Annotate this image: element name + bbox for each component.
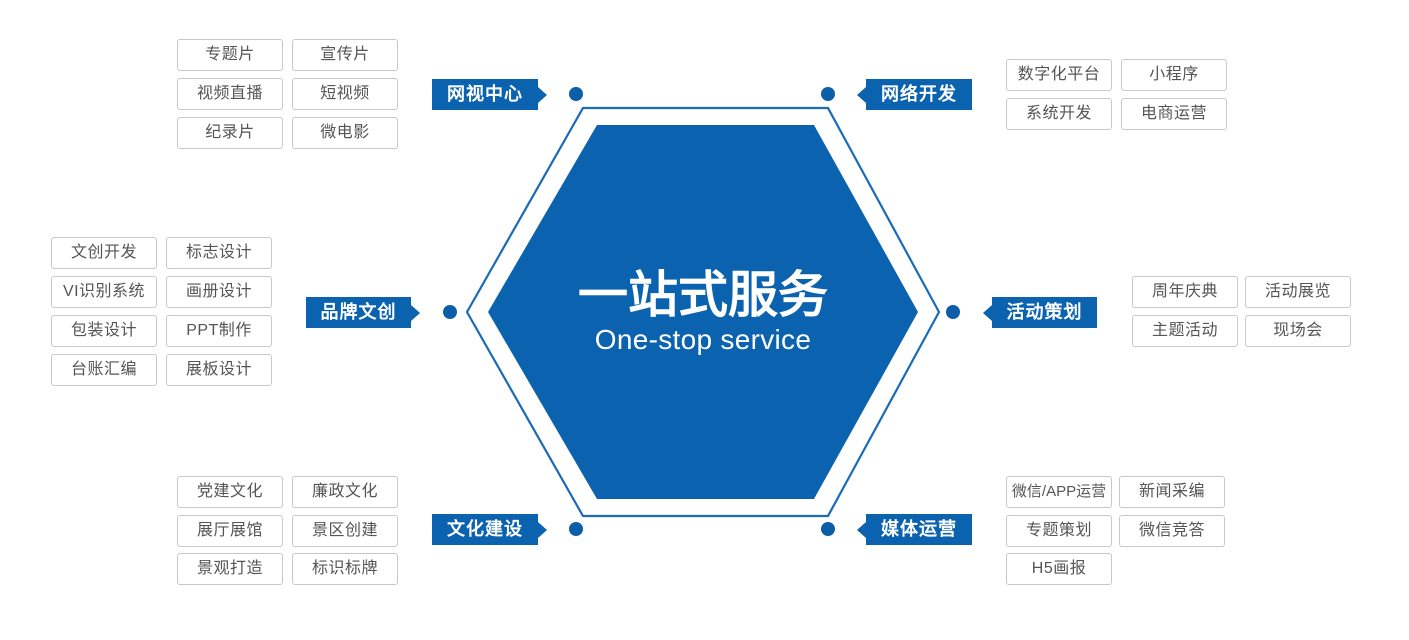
service-tag: 景观打造 [177, 553, 283, 585]
service-tag: 电商运营 [1121, 98, 1227, 130]
service-tag: 现场会 [1245, 315, 1351, 347]
service-tag: 宣传片 [292, 39, 398, 71]
service-tag: 专题策划 [1006, 514, 1112, 547]
service-group-brand-creative: 文创开发 标志设计 VI识别系统 画册设计 包装设计 PPT制作 台账汇编 展板… [51, 237, 272, 386]
service-group-video-center: 专题片 宣传片 视频直播 短视频 纪录片 微电影 [177, 39, 398, 149]
category-label-text: 媒体运营 [881, 519, 957, 539]
service-tag: 小程序 [1121, 59, 1227, 91]
category-label-event-planning: 活动策划 [983, 297, 1097, 328]
category-label-text: 活动策划 [1006, 302, 1083, 322]
service-tag: 短视频 [292, 78, 398, 110]
arrow-right-icon [538, 86, 547, 103]
service-group-web-development: 数字化平台 小程序 系统开发 电商运营 [1006, 59, 1227, 130]
category-label-text: 品牌文创 [320, 302, 397, 322]
service-group-media-operation: 微信/APP运营 新闻采编 专题策划 微信竞答 H5画报 [1006, 476, 1225, 585]
arrow-left-icon [857, 521, 866, 538]
service-tag: 活动展览 [1245, 276, 1351, 308]
service-tag: VI识别系统 [51, 276, 157, 308]
connector-dot-media-operation [821, 522, 835, 536]
service-tag: 展厅展馆 [177, 514, 283, 547]
service-tag: 展板设计 [166, 354, 272, 386]
connector-dot-web-development [821, 87, 835, 101]
category-label-media-operation: 媒体运营 [857, 514, 972, 545]
category-label-culture-building: 文化建设 [432, 514, 547, 545]
service-tag: 景区创建 [292, 514, 398, 547]
connector-dot-event-planning [946, 305, 960, 319]
service-group-culture-building: 党建文化 廉政文化 展厅展馆 景区创建 景观打造 标识标牌 [177, 476, 398, 585]
service-tag: 微信/APP运营 [1006, 476, 1112, 508]
service-tag: 党建文化 [177, 476, 283, 508]
service-tag: 台账汇编 [51, 354, 157, 386]
service-tag: 画册设计 [166, 276, 272, 308]
arrow-right-icon [538, 521, 547, 538]
hexagon-outline [465, 106, 941, 518]
service-tag: H5画报 [1006, 553, 1112, 585]
center-title: 一站式服务 [578, 267, 828, 323]
arrow-left-icon [983, 304, 992, 321]
category-label-brand-creative: 品牌文创 [306, 297, 420, 328]
service-tag: 廉政文化 [292, 476, 398, 508]
service-tag: 标识标牌 [292, 553, 398, 585]
service-tag: 专题片 [177, 39, 283, 71]
service-tag: 微电影 [292, 117, 398, 149]
service-tag: 周年庆典 [1132, 276, 1238, 308]
service-tag: 数字化平台 [1006, 59, 1112, 91]
arrow-left-icon [857, 86, 866, 103]
service-tag: 系统开发 [1006, 98, 1112, 130]
connector-dot-culture-building [569, 522, 583, 536]
service-tag: 标志设计 [166, 237, 272, 269]
center-subtitle: One-stop service [594, 324, 812, 355]
category-label-text: 文化建设 [447, 519, 523, 539]
service-group-event-planning: 周年庆典 活动展览 主题活动 现场会 [1132, 276, 1351, 347]
service-tag: 包装设计 [51, 315, 157, 347]
service-tag: 微信竞答 [1119, 514, 1225, 547]
service-tag: 纪录片 [177, 117, 283, 149]
category-label-text: 网视中心 [447, 84, 523, 104]
category-label-text: 网络开发 [881, 84, 957, 104]
category-label-web-development: 网络开发 [857, 79, 972, 110]
category-label-video-center: 网视中心 [432, 79, 547, 110]
connector-dot-video-center [569, 87, 583, 101]
service-tag: 主题活动 [1132, 315, 1238, 347]
service-tag: 视频直播 [177, 78, 283, 110]
arrow-right-icon [411, 304, 420, 321]
service-tag: 文创开发 [51, 237, 157, 269]
service-tag: 新闻采编 [1119, 476, 1225, 508]
connector-dot-brand-creative [443, 305, 457, 319]
hexagon-fill [488, 125, 918, 499]
service-tag: PPT制作 [166, 315, 272, 347]
